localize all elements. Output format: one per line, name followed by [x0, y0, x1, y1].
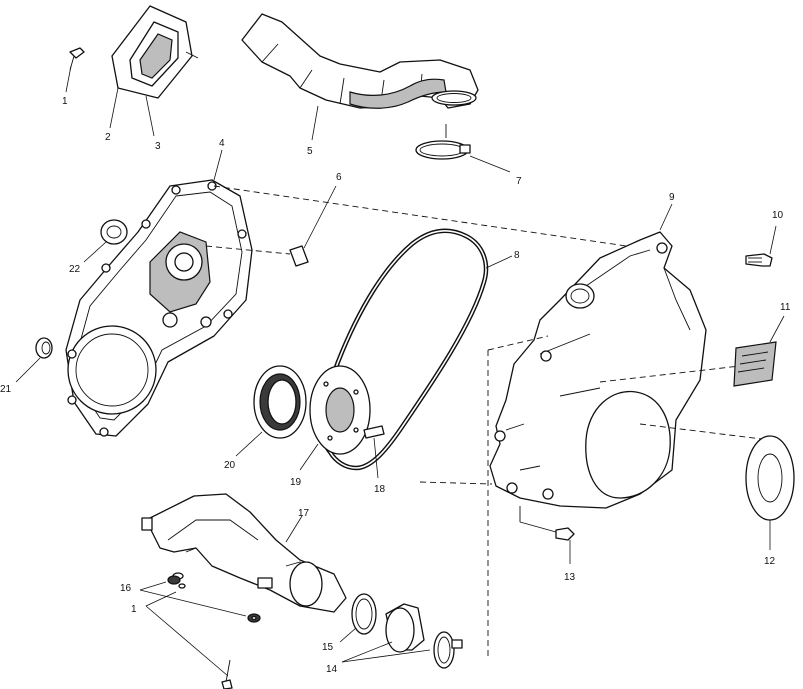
- part-2-intake-boot: [111, 5, 199, 99]
- leader-1a: [65, 65, 72, 93]
- leader-16a: [139, 581, 167, 591]
- part-11-decal: [733, 341, 777, 387]
- callout-17: 17: [298, 508, 310, 519]
- callout-5: 5: [307, 146, 313, 157]
- leader-3: [145, 95, 155, 137]
- callout-9: 9: [669, 192, 675, 203]
- callout-6: 6: [336, 172, 342, 183]
- leader-8: [485, 255, 513, 269]
- callout-15: 15: [322, 642, 334, 653]
- callout-11: 11: [780, 302, 791, 313]
- leader-16b: [139, 589, 247, 617]
- part-19-plate: [309, 365, 385, 455]
- callout-19: 19: [290, 477, 302, 488]
- leader-15: [339, 627, 357, 643]
- part-10-screw: [745, 253, 773, 267]
- part-13-bolt: [519, 506, 575, 541]
- part-9-outer-cover: [489, 231, 707, 509]
- callout-13: 13: [564, 572, 576, 583]
- leader-7: [469, 155, 511, 173]
- callout-1b: 1: [131, 604, 137, 615]
- leader-6: [303, 185, 337, 249]
- guide-line-cover-top: [487, 335, 549, 351]
- callout-16: 16: [120, 583, 132, 594]
- part-15-clamp: [351, 593, 377, 635]
- callout-18: 18: [374, 484, 386, 495]
- leader-17: [285, 515, 303, 543]
- part-16-grommet: [167, 575, 261, 623]
- callout-1a: 1: [62, 96, 68, 107]
- callout-21: 21: [0, 384, 12, 395]
- callout-2: 2: [105, 132, 111, 143]
- part-4-inner-cover: [65, 179, 253, 437]
- part-14-sleeve: [385, 603, 463, 669]
- callout-14: 14: [326, 664, 338, 675]
- leader-5: [311, 105, 319, 141]
- leader-20: [235, 431, 263, 457]
- part-20-seal: [253, 365, 307, 439]
- callout-8: 8: [514, 250, 520, 261]
- leader-19: [299, 443, 319, 471]
- alignment-line-4-9: [213, 185, 641, 249]
- leader-11: [769, 315, 785, 343]
- leader-14b: [341, 649, 431, 663]
- part-1-screw: [69, 47, 85, 71]
- leader-2: [109, 87, 119, 129]
- callout-20: 20: [224, 460, 236, 471]
- part-12-gasket: [745, 435, 795, 521]
- callout-22: 22: [69, 264, 81, 275]
- part-22-seal: [100, 219, 128, 245]
- leader-22: [83, 241, 107, 263]
- leader-9: [659, 203, 673, 231]
- part-6-screw: [205, 245, 309, 267]
- guide-line-cover-mid: [599, 365, 741, 383]
- part-21-plug: [35, 337, 53, 359]
- leader-4: [213, 149, 223, 181]
- callout-10: 10: [772, 210, 784, 221]
- callout-7: 7: [516, 176, 522, 187]
- leader-1b-down: [145, 605, 229, 677]
- part-1-screw-lower: [221, 659, 233, 689]
- guide-line-12: [639, 423, 771, 441]
- leader-1b-up: [145, 591, 177, 607]
- callout-12: 12: [764, 556, 776, 567]
- part-17-outlet-duct: [141, 493, 347, 613]
- guide-line-belt: [419, 481, 493, 485]
- callout-4: 4: [219, 138, 225, 149]
- leader-18: [373, 437, 379, 479]
- part-5-intake-duct: [241, 13, 479, 109]
- part-8-drive-belt: [320, 228, 489, 471]
- leader-14a: [341, 641, 393, 663]
- callout-3: 3: [155, 141, 161, 152]
- part-7-hose-clamp: [415, 124, 471, 160]
- leader-21: [15, 357, 41, 383]
- leader-10: [769, 225, 777, 255]
